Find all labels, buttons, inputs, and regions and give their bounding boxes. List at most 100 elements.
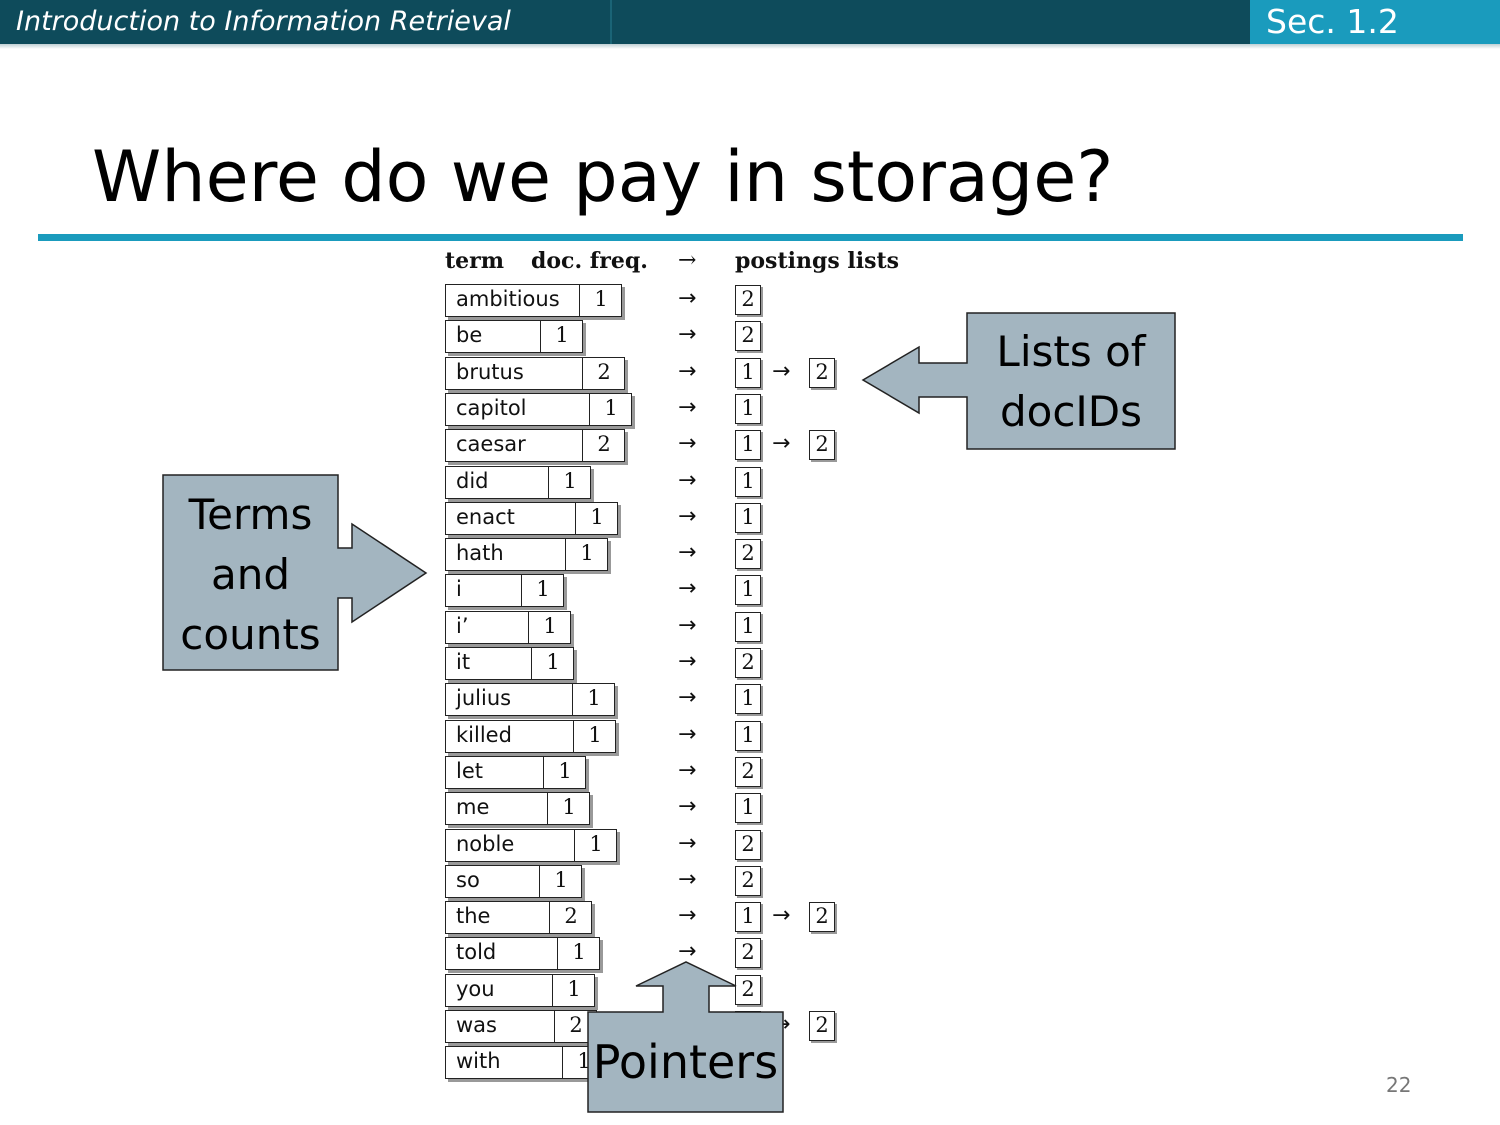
posting-docid: 2 [815,432,829,456]
doc-freq-value: 1 [580,541,594,565]
posting-docid: 2 [741,323,755,347]
section-label: Sec. 1.2 [1266,2,1399,41]
term-label: you [456,977,495,1001]
header-shadow [0,44,1500,49]
pointer-arrow: → [678,504,697,529]
posting-docid: 2 [741,832,755,856]
posting-box: 1 [735,612,761,642]
posting-box: 1 [735,394,761,424]
doc-freq-cell: 1 [548,467,591,498]
posting-docid: 2 [815,904,829,928]
doc-freq-value: 1 [594,287,608,311]
doc-freq-value: 1 [546,650,560,674]
doc-freq-value: 1 [588,723,602,747]
pointer-arrow: → [678,722,697,747]
posting-box: 2 [735,539,761,569]
doc-freq-cell: 1 [579,285,622,316]
posting-docid: 2 [741,940,755,964]
term-label: noble [456,832,515,856]
doc-freq-value: 1 [558,759,572,783]
pointer-arrow: → [678,613,697,638]
posting-box: 2 [735,285,761,315]
term-label: be [456,323,483,347]
header-term: term [445,248,505,274]
doc-freq-cell: 2 [582,358,625,389]
pointer-arrow: → [678,685,697,710]
pointer-arrow: → [678,468,697,493]
term-label: i’ [456,614,469,638]
posting-box: 1 [735,430,761,460]
term-label: was [456,1013,497,1037]
pointer-arrow: → [678,540,697,565]
pointer-arrow: → [678,976,697,1001]
doc-freq-cell: 1 [552,975,595,1006]
slide-title: Where do we pay in storage? [92,136,1114,218]
pointer-arrow: → [678,359,697,384]
posting-docid: 2 [815,1013,829,1037]
doc-freq-cell: 1 [573,721,616,752]
posting-box: 2 [735,757,761,787]
posting-box: 1 [735,358,761,388]
posting-box: 2 [735,321,761,351]
posting-box: 2 [735,866,761,896]
pointer-arrow: → [678,794,697,819]
doc-freq-value: 1 [572,940,586,964]
posting-docid: 2 [741,759,755,783]
posting-box: 2 [735,830,761,860]
pointer-arrow: → [678,286,697,311]
pointer-arrow: → [678,939,697,964]
posting-box: 1 [735,467,761,497]
posting-docid: 1 [741,505,755,529]
pointer-arrow: → [678,431,697,456]
doc-freq-value: 2 [569,1013,583,1037]
posting-docid: 2 [815,360,829,384]
posting-box: 2 [809,430,835,460]
term-cell: let 1 [445,756,586,789]
doc-freq-value: 1 [554,868,568,892]
term-cell: julius 1 [445,683,615,716]
header-arrow: → [678,248,697,273]
term-label: enact [456,505,515,529]
pointer-arrow: → [678,322,697,347]
pointers-callout: Pointers [592,1035,779,1089]
doc-freq-cell: 1 [539,866,582,897]
term-label: caesar [456,432,526,456]
term-label: did [456,469,489,493]
posting-box: 1 [735,721,761,751]
title-rule [38,234,1463,241]
pointer-arrow: → [678,867,697,892]
term-label: julius [456,686,512,710]
doc-freq-value: 2 [564,904,578,928]
term-cell: i’1 [445,611,571,644]
term-label: i [456,577,462,601]
term-label: told [456,940,497,964]
posting-docid: 2 [741,650,755,674]
header-postings: postings lists [735,248,900,274]
doc-freq-value: 1 [567,977,581,1001]
term-cell: was 2 [445,1010,597,1043]
term-label: so [456,868,480,892]
doc-freq-value: 1 [555,323,569,347]
posting-box: 2 [809,358,835,388]
doc-freq-cell: 2 [554,1011,597,1042]
lists-callout: Lists of docIDs [967,322,1175,442]
term-label: let [456,759,483,783]
posting-link-arrow: → [772,903,791,928]
term-label: me [456,795,490,819]
doc-freq-value: 2 [597,360,611,384]
terms-callout-line: Terms [188,490,313,539]
doc-freq-cell: 1 [572,684,615,715]
posting-docid: 1 [741,614,755,638]
term-label: it [456,650,471,674]
term-cell: be 1 [445,320,583,353]
posting-link-arrow: → [772,359,791,384]
posting-box: 2 [735,975,761,1005]
posting-docid: 1 [741,795,755,819]
term-label: ambitious [456,287,560,311]
terms-callout: Terms and counts [163,485,338,665]
